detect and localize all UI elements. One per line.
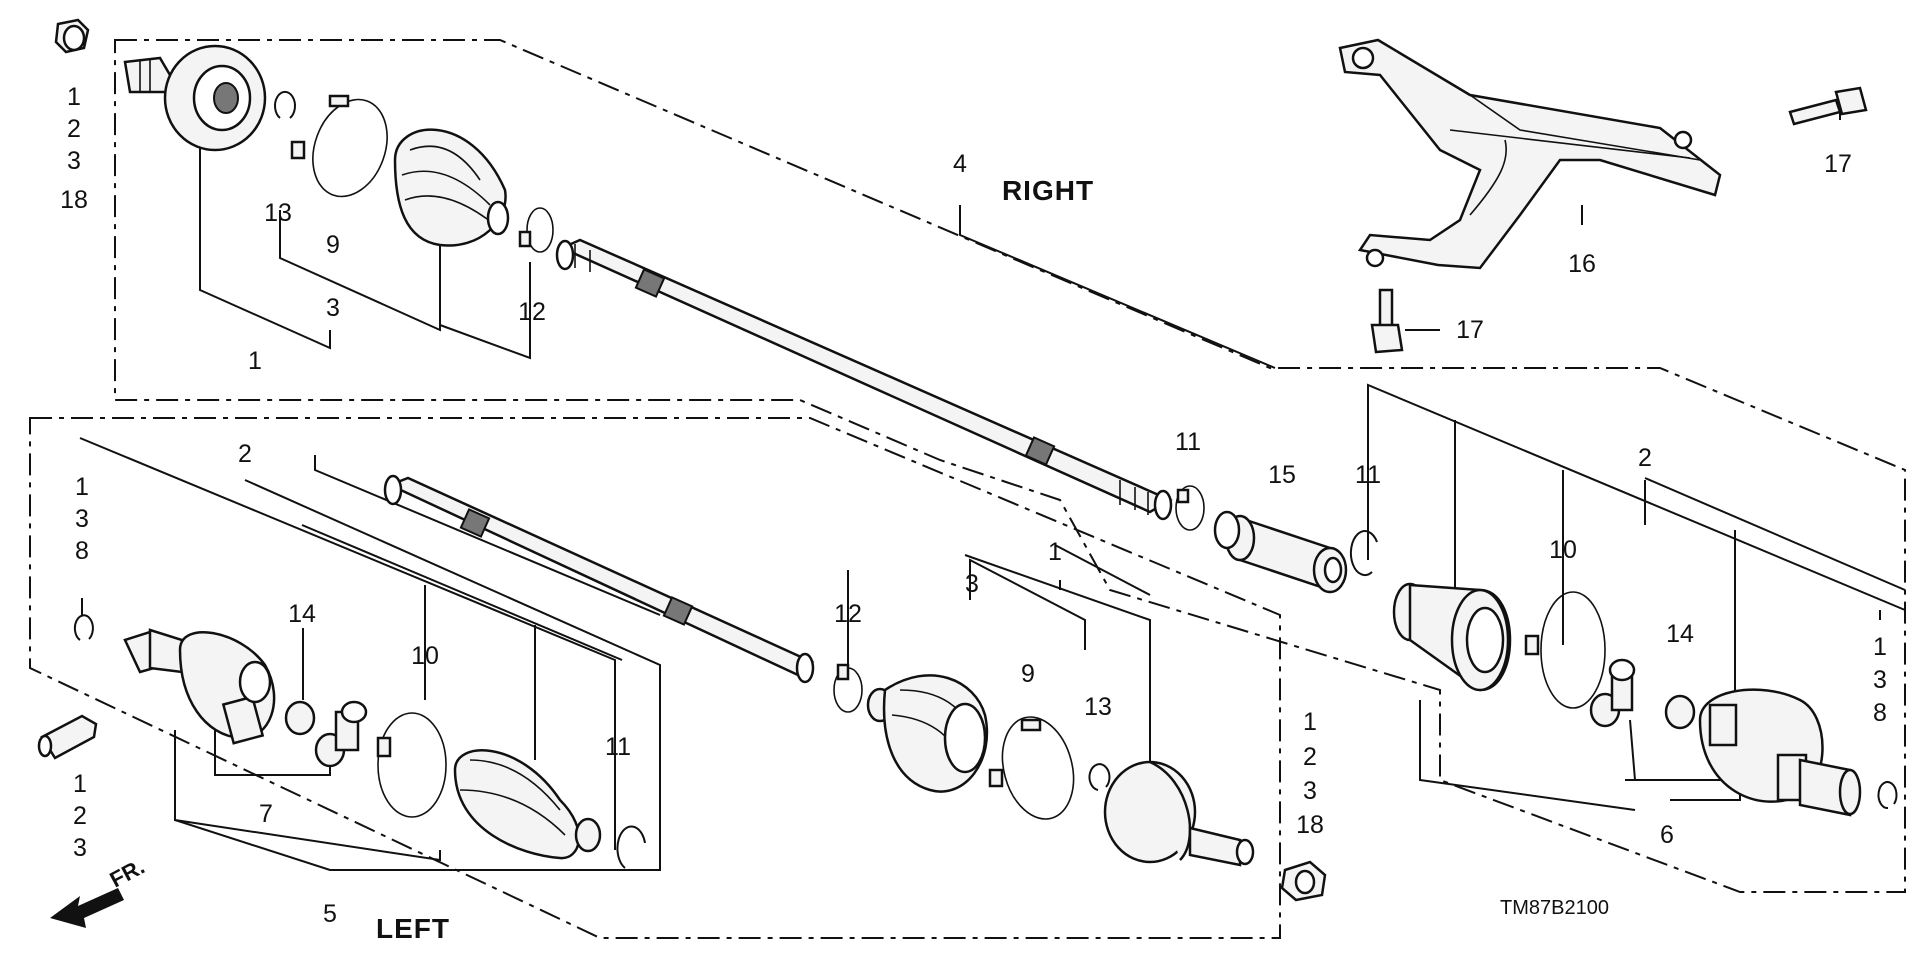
group-outlines: [29, 39, 1906, 939]
left-stop-ring: [284, 700, 316, 736]
right-outer-cv-joint: [123, 44, 267, 152]
callout-left-circlip-end-1: 1: [75, 473, 89, 501]
callout-nut-bottom-2: 2: [1303, 743, 1317, 771]
callout-left-set-ring: 11: [605, 733, 631, 761]
front-arrow-label: FR.: [106, 854, 149, 893]
right-inner-joint: [1698, 688, 1862, 817]
left-shaft: [383, 474, 815, 684]
left-end-circlip: [73, 614, 94, 641]
left-circlip: [1088, 763, 1111, 791]
callout-left-shaft: 5: [323, 900, 337, 928]
callout-right-circlip-end-3: 8: [1873, 699, 1887, 727]
bolt-lower: [1370, 288, 1404, 354]
center-set-ring: [1175, 485, 1205, 531]
callout-right-outer-joint: 1: [248, 347, 262, 375]
left-band: [988, 716, 1075, 820]
callout-left-clip-part-3: 3: [73, 834, 87, 862]
callout-right-stop-ring: 14: [1666, 620, 1694, 648]
right-outer-band: [518, 207, 554, 253]
right-tripod: [1589, 658, 1636, 728]
callout-right-circlip-end-1: 1: [1873, 633, 1887, 661]
title-left: LEFT: [376, 913, 450, 944]
bracket: [1338, 38, 1722, 270]
callout-right-inner-boot-set: 2: [1638, 444, 1652, 472]
right-stop-ring: [1664, 694, 1696, 730]
left-inner-joint: [123, 628, 276, 745]
right-inner-band: [1524, 591, 1606, 709]
callout-left-outer-band: 12: [834, 600, 862, 628]
right-band: [290, 94, 388, 198]
callout-nut-top-left-1: 1: [67, 83, 81, 111]
callout-left-tripod: 7: [259, 800, 273, 828]
callout-left-inner-band: 10: [411, 642, 439, 670]
left-inner-band: [376, 712, 447, 818]
nut-top-left: [54, 18, 90, 54]
left-outer-band: [833, 663, 863, 713]
right-set-ring: [1349, 530, 1378, 577]
callout-left-inner-set: 2: [238, 440, 252, 468]
callout-right-band: 9: [326, 231, 340, 259]
left-set-ring: [616, 825, 646, 869]
callout-bolt-upper: 17: [1824, 150, 1852, 178]
right-circlip: [274, 90, 296, 119]
callout-right-set-ring: 11: [1355, 461, 1381, 489]
callout-left-clip-part-2: 2: [73, 802, 87, 830]
bearing-support: [1213, 510, 1348, 594]
callout-left-band: 9: [1021, 660, 1035, 688]
callout-center-set-ring: 11: [1175, 428, 1201, 456]
callout-nut-top-left-4: 18: [60, 186, 88, 214]
callout-nut-bottom-1: 1: [1303, 708, 1317, 736]
callout-left-outer-joint: 1: [1048, 538, 1062, 566]
callout-right-circlip-end-2: 3: [1873, 666, 1887, 694]
title-right: RIGHT: [1002, 175, 1094, 206]
left-group-outline: [29, 417, 1281, 939]
callout-left-boot-set: 3: [965, 570, 979, 598]
callout-left-circlip-end-3: 8: [75, 537, 89, 565]
right-outer-boot: [393, 128, 510, 247]
right-inner-boot: [1392, 582, 1512, 692]
callout-left-circlip-end-2: 3: [75, 505, 89, 533]
nut-bottom: [1280, 860, 1327, 902]
left-clip-part: [37, 714, 98, 760]
callout-right-inner-band: 10: [1549, 536, 1577, 564]
front-arrow-icon: [50, 888, 124, 928]
bolt-upper: [1788, 86, 1868, 126]
parts-illustration: [37, 18, 1898, 928]
left-inner-boot: [453, 749, 602, 860]
callout-nut-top-left-3: 3: [67, 147, 81, 175]
callout-right-circlip: 13: [264, 199, 292, 227]
callout-right-outer-band: 12: [518, 298, 546, 326]
callout-right-tripod: 6: [1660, 821, 1674, 849]
callout-bracket: 16: [1568, 250, 1596, 278]
callout-bearing-support: 15: [1268, 461, 1296, 489]
callout-nut-top-left-2: 2: [67, 115, 81, 143]
callout-nut-bottom-3: 3: [1303, 777, 1317, 805]
callout-left-stop-ring: 14: [288, 600, 316, 628]
callout-right-shaft: 4: [953, 150, 967, 178]
left-tripod: [314, 700, 368, 768]
callout-labels: 1 2 3 18 13 9 3 1 12 4 RIGHT 17 16 17 11…: [60, 83, 1887, 944]
left-outer-joint: [1103, 760, 1255, 867]
callout-nut-bottom-4: 18: [1296, 811, 1324, 839]
left-outer-boot: [866, 674, 989, 793]
right-end-circlip: [1877, 781, 1898, 810]
callout-bolt-lower: 17: [1456, 316, 1484, 344]
callout-left-circlip: 13: [1084, 693, 1112, 721]
callout-left-clip-part-1: 1: [73, 770, 87, 798]
leader-lines: [79, 108, 1906, 871]
right-shaft: [555, 238, 1173, 521]
callout-right-boot-set: 3: [326, 294, 340, 322]
diagram-code: TM87B2100: [1500, 897, 1609, 919]
